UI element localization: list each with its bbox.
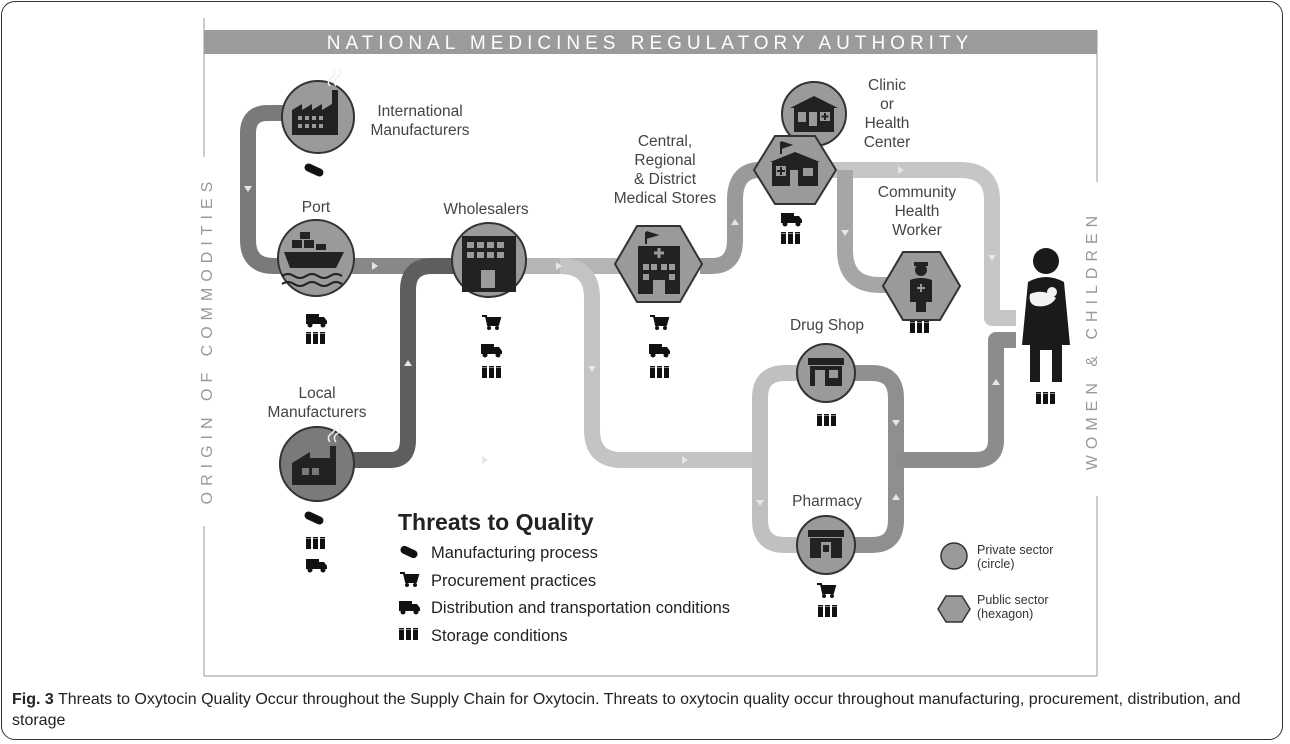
legend-title: Threats to Quality xyxy=(398,509,594,535)
node-port: Port xyxy=(277,199,355,344)
threats-legend: Threats to Quality Manufacturing process… xyxy=(398,509,730,645)
node-women-children xyxy=(1022,248,1070,404)
vials-icon xyxy=(650,366,669,378)
node-pharmacy: Pharmacy xyxy=(792,493,862,617)
factory-icon xyxy=(292,446,336,485)
cart-icon xyxy=(482,315,502,330)
truck-icon xyxy=(306,314,327,328)
sector-key: Private sector(circle) Public sector(hex… xyxy=(937,542,1053,623)
vials-icon xyxy=(1036,392,1055,404)
path-stores-clinic xyxy=(700,162,772,274)
truck-icon xyxy=(481,344,502,358)
vials-icon xyxy=(482,366,501,378)
office-building-icon xyxy=(462,236,516,292)
ship-icon xyxy=(284,232,344,268)
mother-child-icon xyxy=(1022,248,1070,382)
vials-icon xyxy=(781,232,800,244)
truck-icon xyxy=(306,559,327,573)
vials-icon xyxy=(306,537,325,549)
caption-text: Threats to Oxytocin Quality Occur throug… xyxy=(12,691,1241,729)
truck-icon xyxy=(649,344,670,358)
truck-icon xyxy=(399,601,420,615)
origin-label: ORIGIN OF COMMODITIES xyxy=(199,176,216,505)
clinic-icon xyxy=(790,96,838,132)
private-sector-circle xyxy=(940,542,968,570)
legend-item-procurement: Procurement practices xyxy=(431,572,596,590)
vials-icon xyxy=(818,605,837,617)
vials-icon xyxy=(399,628,418,640)
legend-item-manufacturing: Manufacturing process xyxy=(431,544,598,562)
health-worker-icon xyxy=(910,262,932,312)
pill-icon xyxy=(400,545,418,559)
cart-icon xyxy=(400,572,420,587)
pill-icon xyxy=(304,163,324,177)
hospital-icon xyxy=(638,231,680,294)
svg-text:Private sector(circle): Private sector(circle) xyxy=(977,543,1053,571)
node-wholesalers: Wholesalers xyxy=(443,201,529,378)
path-retail-women xyxy=(896,332,1016,468)
figure-label: Fig. 3 xyxy=(12,691,54,708)
supply-paths xyxy=(240,105,1016,553)
svg-text:Drug Shop: Drug Shop xyxy=(790,317,864,334)
truck-icon xyxy=(781,213,802,227)
path-clinic-right xyxy=(820,162,1016,326)
vials-icon xyxy=(910,321,929,333)
regulatory-banner: NATIONAL MEDICINES REGULATORY AUTHORITY xyxy=(204,30,1097,54)
pill-icon xyxy=(304,511,324,525)
cart-icon xyxy=(650,315,670,330)
factory-icon xyxy=(292,90,338,135)
figure-caption: Fig. 3 Threats to Oxytocin Quality Occur… xyxy=(12,689,1274,731)
svg-text:Port: Port xyxy=(302,199,331,216)
clinic-icon xyxy=(770,141,820,186)
legend-item-storage: Storage conditions xyxy=(431,627,568,645)
vials-icon xyxy=(817,414,836,426)
public-sector-hexagon xyxy=(937,595,971,623)
node-drug-shop: Drug Shop xyxy=(790,317,864,426)
pharmacy-icon xyxy=(808,530,844,558)
women-children-label: WOMEN & CHILDREN xyxy=(1084,210,1101,470)
inner-frame xyxy=(203,18,1098,677)
flow-arrows xyxy=(244,166,1000,506)
cart-icon xyxy=(817,583,837,598)
path-retail-loop xyxy=(752,365,800,553)
svg-text:Public sector(hexagon): Public sector(hexagon) xyxy=(977,593,1049,621)
path-drugshop-pharmacy xyxy=(855,365,904,553)
vials-icon xyxy=(306,332,325,344)
node-clinic-public xyxy=(752,135,838,244)
banner-text: NATIONAL MEDICINES REGULATORY AUTHORITY xyxy=(327,33,974,54)
legend-item-distribution: Distribution and transportation conditio… xyxy=(431,599,730,617)
shop-icon xyxy=(808,358,844,386)
svg-text:Pharmacy: Pharmacy xyxy=(792,493,862,510)
svg-text:Wholesalers: Wholesalers xyxy=(443,201,529,218)
path-clinic-chw xyxy=(837,170,890,293)
